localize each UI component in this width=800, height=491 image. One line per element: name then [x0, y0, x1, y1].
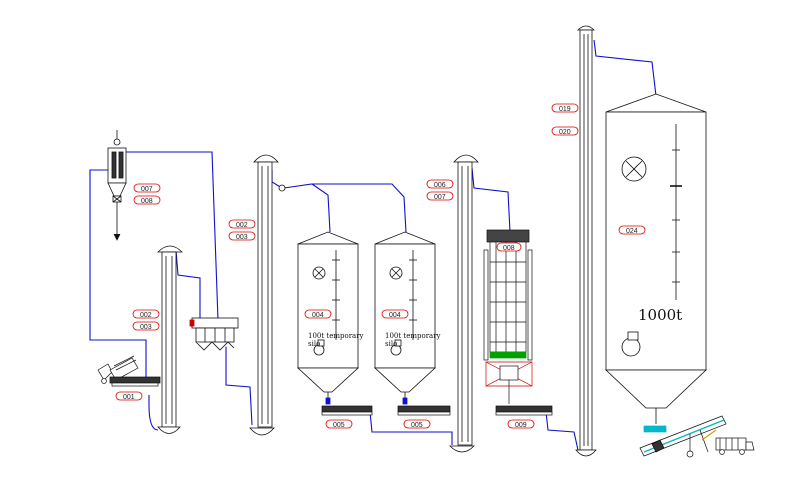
svg-text:003: 003	[236, 234, 248, 241]
pipe-conveyor005-to-elevator3	[369, 411, 453, 445]
silo-b-label-line2: silo	[385, 340, 397, 348]
pipe-dust-collector-to-screen	[125, 151, 219, 321]
svg-text:024: 024	[626, 228, 638, 235]
tag-019: 019	[551, 103, 579, 113]
belt-conveyor-005-b	[397, 405, 451, 416]
svg-text:002: 002	[140, 312, 152, 319]
pipe-hopper-to-elevator1	[148, 395, 159, 431]
tag-020: 020	[551, 126, 579, 136]
pipe-screen-to-elevator2	[225, 345, 253, 426]
svg-text:001: 001	[123, 394, 135, 401]
svg-text:005: 005	[411, 422, 423, 429]
silo-a-label-line1: 100t temporary	[308, 332, 364, 340]
svg-text:008: 008	[141, 198, 153, 205]
main-silo-capacity-label: 1000t	[638, 306, 682, 324]
pipe-conveyor009-to-elevator4	[545, 411, 579, 451]
svg-text:009: 009	[515, 422, 527, 429]
cleaning-tower	[483, 229, 533, 404]
svg-text:003: 003	[140, 324, 152, 331]
tag-007-a: 007	[133, 183, 161, 193]
belt-conveyor-009	[495, 405, 553, 416]
tag-024: 024	[618, 225, 646, 235]
temporary-silo-b	[373, 231, 437, 405]
temporary-silo-a	[296, 231, 360, 405]
svg-text:002: 002	[236, 222, 248, 229]
pipe-elevator3-to-tower	[471, 167, 511, 233]
tag-006: 006	[426, 179, 454, 189]
tag-007-b: 007	[426, 191, 454, 201]
tag-003-b: 003	[228, 231, 256, 241]
tag-003-a: 003	[132, 321, 160, 331]
pipe-dust-collector-to-hopper	[89, 169, 147, 380]
bucket-elevator-1	[157, 245, 183, 434]
truck-unloading-hopper	[97, 355, 161, 387]
svg-text:019: 019	[559, 106, 571, 113]
pipe-distributor-to-silos	[283, 183, 331, 233]
tag-001: 001	[115, 391, 143, 401]
svg-text:005: 005	[333, 422, 345, 429]
bucket-elevator-2	[249, 154, 286, 436]
loading-conveyor-truck	[639, 415, 755, 458]
tag-008-a: 008	[133, 195, 161, 205]
tag-005-a: 005	[325, 419, 353, 429]
tag-008-b: 008	[496, 242, 522, 252]
svg-text:020: 020	[559, 129, 571, 136]
svg-text:004: 004	[389, 312, 401, 319]
tag-004-b: 004	[381, 309, 409, 319]
pre-cleaning-screen	[189, 317, 239, 351]
svg-text:007: 007	[434, 194, 446, 201]
dust-collector	[107, 130, 127, 241]
svg-text:006: 006	[434, 182, 446, 189]
tag-002-b: 002	[228, 219, 256, 229]
silo-b-label-line1: 100t temporary	[385, 332, 441, 340]
pipe-elevator1-to-screen	[175, 249, 201, 318]
svg-text:008: 008	[503, 245, 515, 252]
bucket-elevator-3	[449, 154, 479, 453]
bucket-elevator-4	[575, 25, 597, 457]
silo-a-label-line2: silo	[308, 340, 320, 348]
main-storage-silo	[604, 93, 708, 424]
tag-002-a: 002	[132, 309, 160, 319]
tag-005-b: 005	[403, 419, 431, 429]
belt-conveyor-005-a	[321, 405, 373, 416]
tag-004-a: 004	[304, 309, 332, 319]
svg-text:004: 004	[312, 312, 324, 319]
tag-badges: 001 002 003 007 008 002 003 004	[115, 103, 646, 429]
pipe-elevator4-to-main-silo	[593, 39, 657, 97]
pipe-distributor-to-silo-b	[312, 183, 407, 233]
svg-text:007: 007	[141, 186, 153, 193]
tag-009: 009	[507, 419, 535, 429]
